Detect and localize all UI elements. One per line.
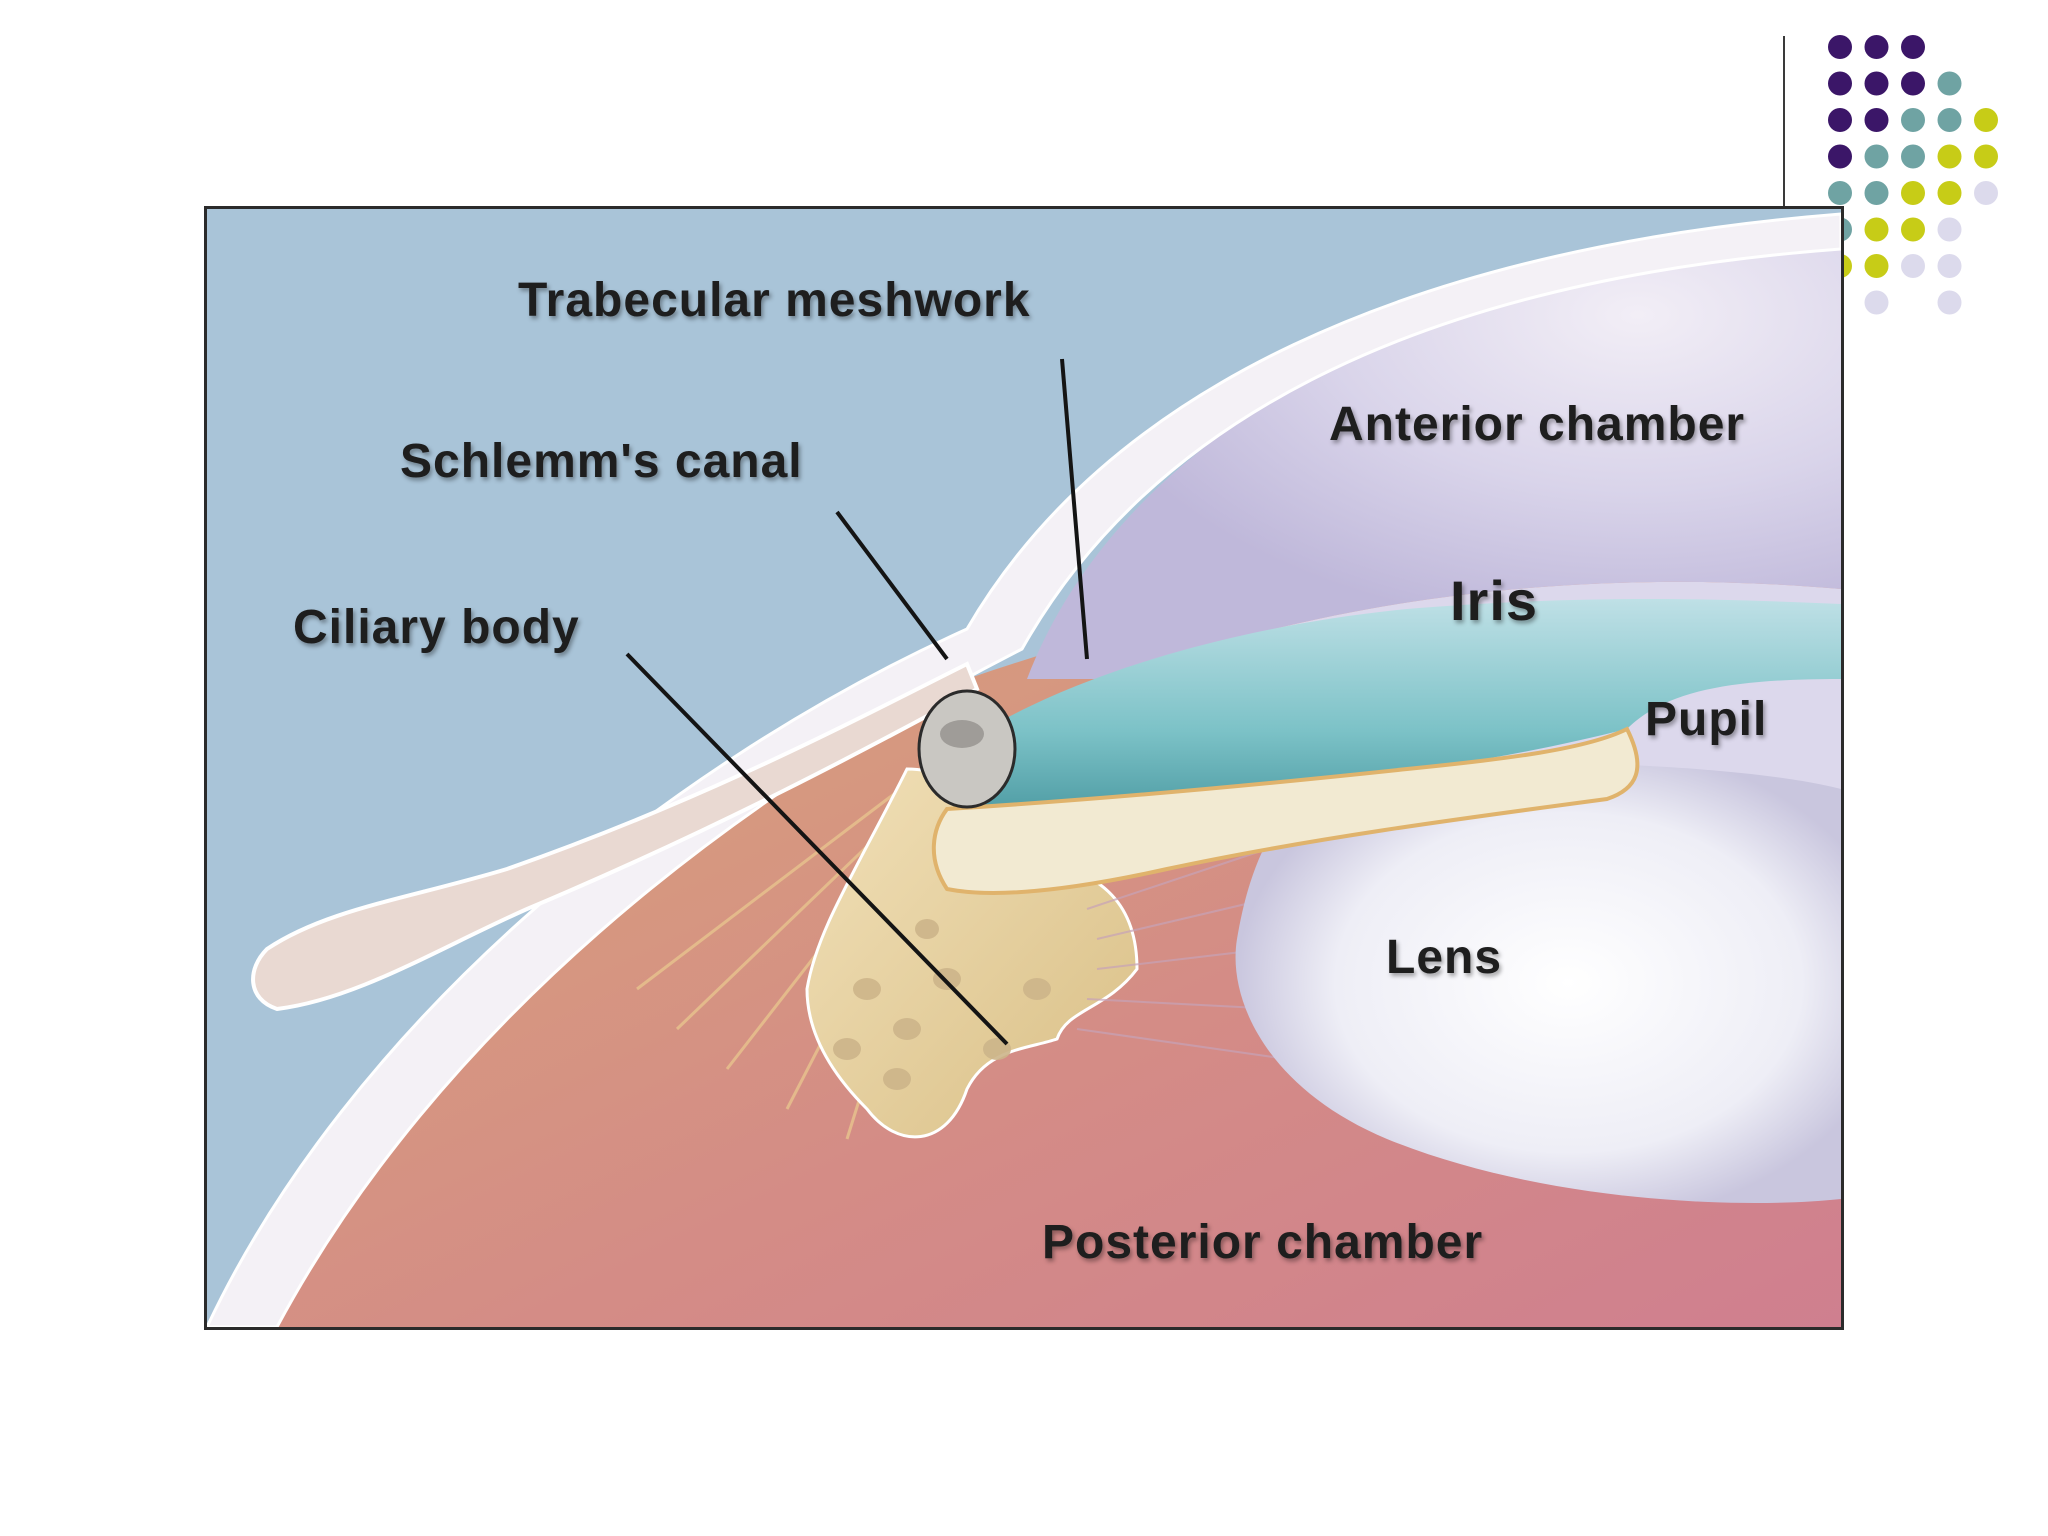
eye-anatomy-figure: Trabecular meshwork Schlemm's canal Cili… bbox=[204, 206, 1844, 1330]
decorative-dot bbox=[1901, 35, 1925, 59]
decorative-dot bbox=[1864, 144, 1889, 169]
decorative-dot bbox=[1828, 108, 1852, 132]
lens-shape bbox=[1235, 762, 1841, 1203]
decorative-dot bbox=[1937, 71, 1962, 96]
decorative-dot bbox=[1864, 254, 1889, 278]
decorative-dot bbox=[1974, 144, 1998, 169]
decorative-dot bbox=[1974, 181, 1998, 205]
decorative-dot bbox=[1864, 181, 1889, 205]
extraocular-muscle bbox=[251, 661, 980, 1012]
iris-shape bbox=[927, 599, 1841, 819]
decorative-dot bbox=[1901, 181, 1925, 205]
decorative-dot bbox=[1864, 290, 1889, 315]
label-pupil: Pupil bbox=[1645, 693, 1768, 746]
decorative-dot bbox=[1901, 144, 1925, 169]
decorative-dot bbox=[1937, 181, 1962, 205]
decorative-dot bbox=[1937, 108, 1962, 132]
decorative-dot bbox=[1937, 254, 1962, 278]
decorative-dot bbox=[1864, 108, 1889, 132]
decorative-dot bbox=[1974, 108, 1998, 132]
vertical-divider-line bbox=[1783, 36, 1785, 206]
decorative-dot bbox=[1901, 254, 1925, 278]
ciliary-process-spots bbox=[833, 919, 1051, 1090]
label-trabecular-meshwork: Trabecular meshwork bbox=[518, 274, 1031, 327]
label-posterior-chamber: Posterior chamber bbox=[1042, 1216, 1484, 1269]
eye-anatomy-illustration bbox=[207, 209, 1841, 1327]
decorative-dot bbox=[1937, 290, 1962, 315]
decorative-dot bbox=[1828, 144, 1852, 169]
label-ciliary-body: Ciliary body bbox=[293, 601, 580, 654]
trabecular-meshwork-shape bbox=[917, 689, 1017, 809]
label-schlemms-canal: Schlemm's canal bbox=[400, 435, 803, 488]
decorative-dot bbox=[1901, 217, 1925, 242]
iris-posterior-layer bbox=[931, 726, 1640, 895]
decorative-dot bbox=[1901, 108, 1925, 132]
decorative-dot bbox=[1864, 35, 1889, 59]
decorative-dot bbox=[1937, 217, 1962, 242]
schlemms-canal-shape bbox=[940, 720, 984, 748]
decorative-dot bbox=[1828, 35, 1852, 59]
decorative-dot bbox=[1828, 181, 1852, 205]
cornea-sclera-band bbox=[207, 212, 1841, 1327]
leader-lines bbox=[625, 358, 1089, 1046]
leader-line-schlemm bbox=[835, 510, 949, 661]
label-lens: Lens bbox=[1386, 931, 1503, 984]
label-iris: Iris bbox=[1450, 569, 1539, 632]
label-anterior-chamber: Anterior chamber bbox=[1329, 398, 1746, 451]
decorative-dot bbox=[1828, 71, 1852, 96]
decorative-dot bbox=[1901, 71, 1925, 96]
anterior-chamber-region bbox=[1027, 224, 1841, 679]
leader-line-trabecular bbox=[1060, 358, 1089, 660]
decorative-dot bbox=[1937, 144, 1962, 169]
decorative-dot bbox=[1864, 217, 1889, 242]
decorative-dot bbox=[1864, 71, 1889, 96]
leader-line-ciliary bbox=[625, 652, 1009, 1046]
